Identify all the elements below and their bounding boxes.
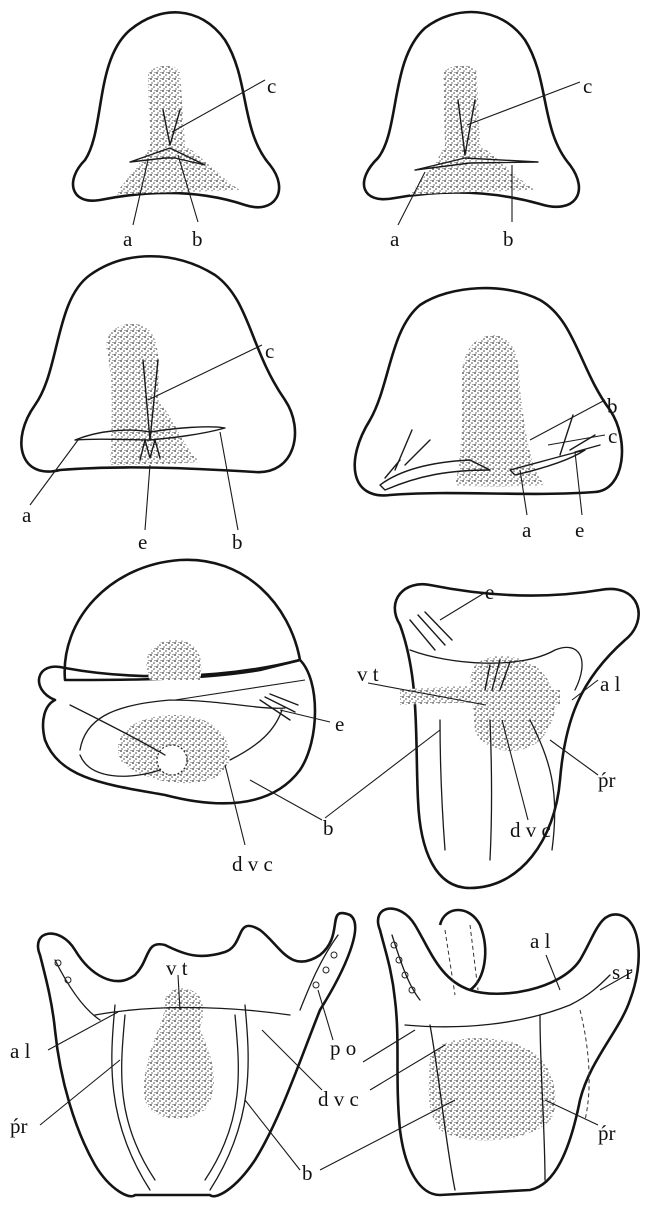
- label-dvc-fig6: d v c: [510, 818, 551, 842]
- label-b-fig5: b: [323, 816, 334, 840]
- label-a-fig3: a: [22, 503, 32, 527]
- label-pr-fig7: ṕr: [10, 1114, 28, 1138]
- label-b-fig1: b: [192, 227, 203, 251]
- label-a-fig1: a: [123, 227, 133, 251]
- label-b-fig2: b: [503, 227, 514, 251]
- label-e-fig3: e: [138, 530, 147, 554]
- label-e-fig4: e: [575, 518, 584, 542]
- stage-3-embryo: [21, 256, 295, 530]
- label-b-fig4: b: [607, 394, 618, 418]
- stage-1-embryo: [73, 12, 279, 225]
- label-al-fig6: a l: [600, 672, 621, 696]
- label-vt-fig7: v t: [166, 956, 188, 980]
- stage-8-embryo: [320, 909, 639, 1195]
- stage-5-embryo: [39, 560, 330, 845]
- label-b-fig3: b: [232, 530, 243, 554]
- stage-4-embryo: [355, 288, 622, 515]
- label-a-fig4: a: [522, 518, 532, 542]
- label-pr-fig6: ṕr: [598, 768, 616, 792]
- label-e-fig5: e: [335, 712, 344, 736]
- label-a-fig2: a: [390, 227, 400, 251]
- stage-2-embryo: [364, 12, 580, 225]
- stage-7-embryo: [38, 913, 355, 1196]
- label-c-fig2: c: [583, 74, 592, 98]
- label-sr-fig8: s r: [612, 960, 632, 984]
- label-dvc-fig7: d v c: [318, 1087, 359, 1111]
- label-pr-fig8: ṕr: [598, 1121, 616, 1145]
- label-b-fig7: b: [302, 1161, 313, 1185]
- label-po-fig7: p o: [330, 1036, 356, 1060]
- label-al-fig7: a l: [10, 1039, 31, 1063]
- label-dvc-fig5: d v c: [232, 852, 273, 876]
- label-c-fig1: c: [267, 74, 276, 98]
- stage-6-embryo: [325, 584, 639, 888]
- label-al-fig8: a l: [530, 929, 551, 953]
- label-c-fig3: c: [265, 339, 274, 363]
- label-c-fig4: c: [608, 424, 617, 448]
- label-e-fig6: e: [485, 580, 494, 604]
- label-vt-fig6: v t: [357, 662, 379, 686]
